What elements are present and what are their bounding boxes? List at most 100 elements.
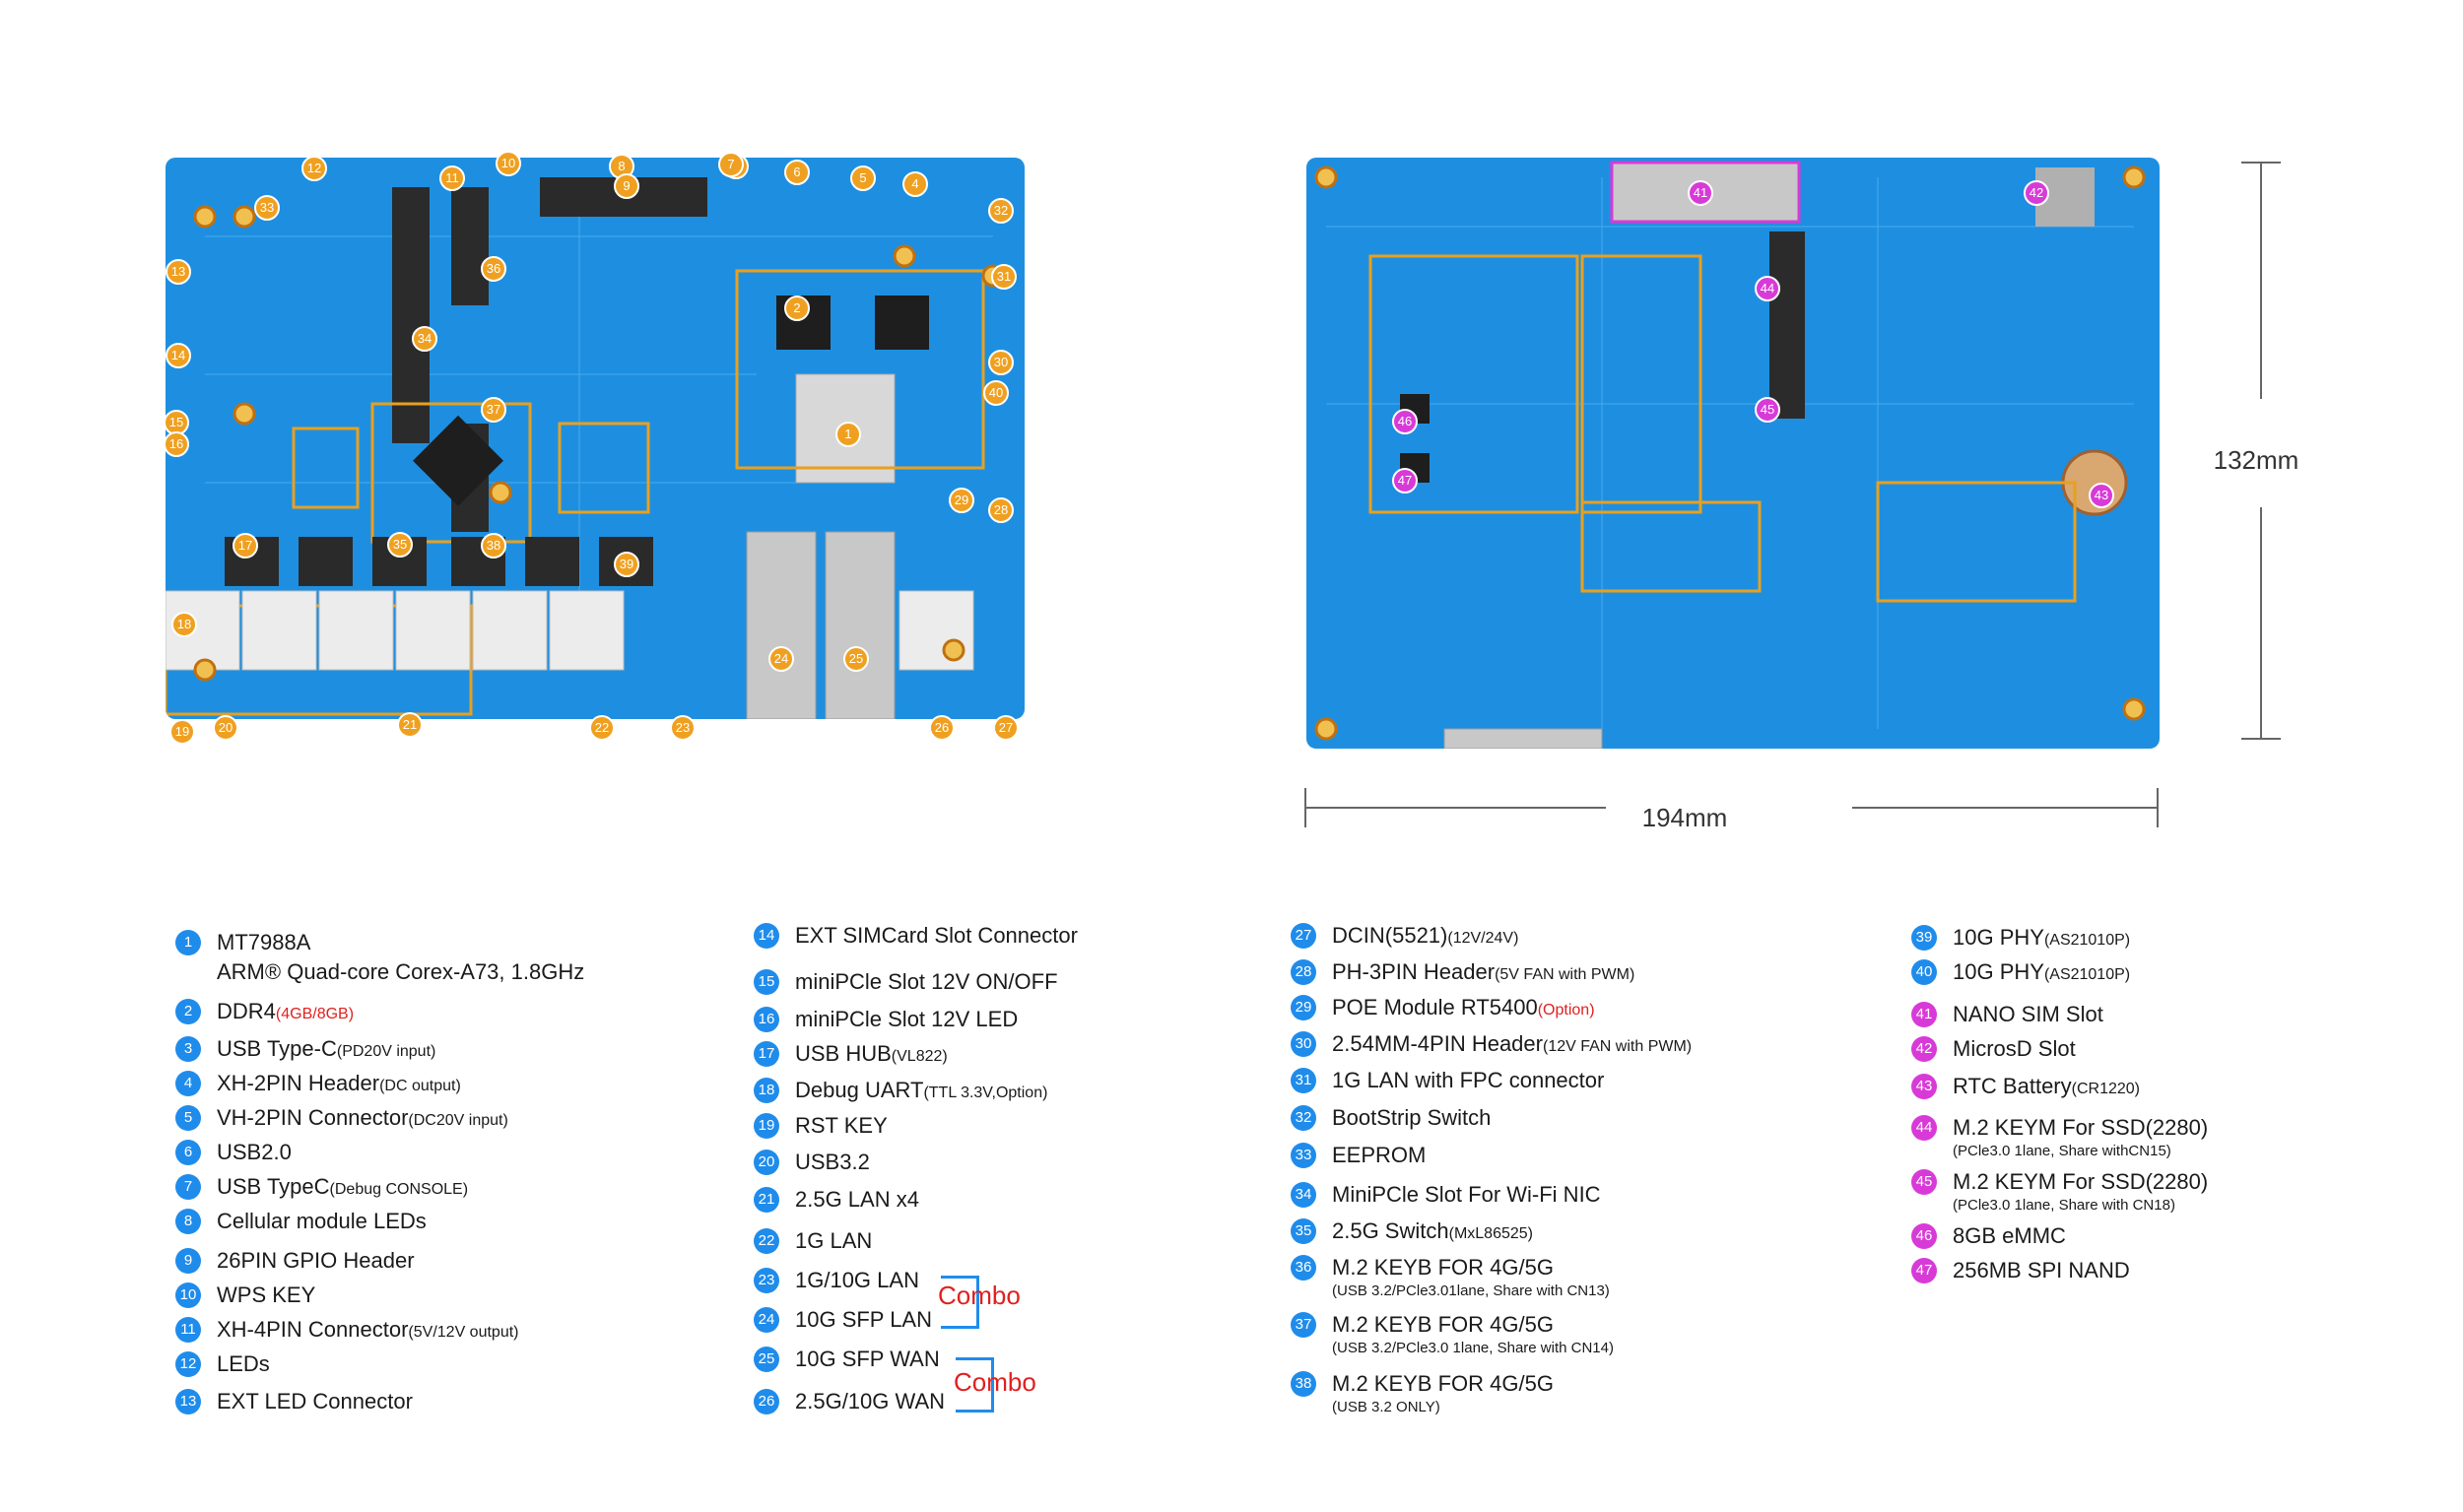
legend-label: Cellular module LEDs	[217, 1209, 427, 1233]
legend-text: 10G SFP WAN	[795, 1345, 940, 1374]
legend-number-badge: 3	[175, 1036, 201, 1062]
board-marker-12: 12	[301, 156, 327, 181]
board-marker-47: 47	[1392, 468, 1418, 493]
legend-number-badge: 10	[175, 1282, 201, 1308]
legend-text: LEDs	[217, 1349, 270, 1379]
legend-number-badge: 14	[754, 923, 779, 949]
legend-label: RST KEY	[795, 1113, 888, 1138]
legend-label: M.2 KEYB FOR 4G/5G	[1332, 1312, 1554, 1337]
legend-sub: (PD20V input)	[336, 1043, 436, 1060]
legend-sub: (AS21010P)	[2043, 966, 2131, 983]
legend-number-badge: 21	[754, 1187, 779, 1213]
board-marker-5: 5	[850, 165, 876, 191]
legend-number-badge: 4	[175, 1071, 201, 1096]
legend-label: 2.5G Switch	[1332, 1218, 1449, 1243]
legend-text: BootStrip Switch	[1332, 1103, 1491, 1133]
legend-sub: (5V/12V output)	[408, 1324, 519, 1341]
board-marker-46: 46	[1392, 409, 1418, 434]
legend-number-badge: 30	[1291, 1031, 1316, 1057]
legend-text: 2.5G LAN x4	[795, 1185, 919, 1215]
legend-label: EXT SIMCard Slot Connector	[795, 923, 1078, 948]
legend-label: 2.54MM-4PIN Header	[1332, 1031, 1543, 1056]
legend-text: Cellular module LEDs	[217, 1207, 427, 1236]
legend-number-badge: 41	[1911, 1002, 1937, 1027]
m2-ssd-slot	[1769, 231, 1805, 419]
board-marker-24: 24	[768, 646, 794, 672]
legend-text: USB Type-C(PD20V input)	[217, 1034, 435, 1067]
legend-number-badge: 47	[1911, 1258, 1937, 1283]
legend-number-badge: 18	[754, 1078, 779, 1103]
board-marker-32: 32	[988, 198, 1014, 224]
legend-item-3: 3 USB Type-C(PD20V input)	[175, 1034, 435, 1067]
legend-text: miniPCle Slot 12V LED	[795, 1005, 1018, 1034]
legend-label: Debug UART	[795, 1078, 924, 1102]
legend-number-badge: 32	[1291, 1105, 1316, 1131]
legend-label: EXT LED Connector	[217, 1389, 413, 1413]
board-marker-15: 15	[164, 410, 189, 435]
board-marker-20: 20	[213, 715, 238, 741]
height-dimension-label: 132mm	[2213, 445, 2299, 475]
legend-text: 10G PHY(AS21010P)	[1953, 957, 2130, 990]
switch-chip	[413, 415, 503, 506]
legend-text: M.2 KEYM For SSD(2280) (PCle3.0 1lane, Sh…	[1953, 1113, 2208, 1160]
legend-text: USB TypeC(Debug CONSOLE)	[217, 1172, 468, 1205]
board-marker-4: 4	[902, 171, 928, 197]
legend-label: miniPCle Slot 12V LED	[795, 1007, 1019, 1031]
legend-text: 1G LAN with FPC connector	[1332, 1066, 1604, 1095]
legend-label: MicrosD Slot	[1953, 1036, 2076, 1061]
legend-number-badge: 43	[1911, 1074, 1937, 1099]
board-marker-19: 19	[169, 719, 195, 745]
legend-label: 10G PHY	[1953, 925, 2044, 950]
legend-label: 10G SFP LAN	[795, 1307, 932, 1332]
legend-number-badge: 45	[1911, 1169, 1937, 1195]
board-marker-42: 42	[2024, 180, 2049, 206]
legend-text: miniPCle Slot 12V ON/OFF	[795, 967, 1058, 997]
legend-sub: (DC20V input)	[408, 1112, 508, 1129]
legend-label: M.2 KEYM For SSD(2280)	[1953, 1115, 2209, 1140]
legend-label: 8GB eMMC	[1953, 1223, 2066, 1248]
legend-item-21: 21 2.5G LAN x4	[754, 1185, 919, 1215]
board-back-photo	[1306, 158, 2160, 749]
legend-label: XH-4PIN Connector	[217, 1317, 409, 1342]
legend-label: M.2 KEYM For SSD(2280)	[1953, 1169, 2209, 1194]
combo-label-wan: Combo	[954, 1367, 1036, 1397]
legend-text: 2.5G Switch(MxL86525)	[1332, 1216, 1533, 1249]
legend-item-4: 4 XH-2PIN Header(DC output)	[175, 1069, 461, 1101]
legend-item-14: 14 EXT SIMCard Slot Connector	[754, 921, 1078, 951]
legend-note: (PCle3.0 1lane, Share withCN15)	[1953, 1143, 2171, 1159]
legend-number-badge: 28	[1291, 959, 1316, 985]
legend-label: USB TypeC	[217, 1174, 330, 1199]
legend-number-badge: 31	[1291, 1068, 1316, 1093]
board-marker-37: 37	[481, 397, 506, 423]
legend-number-badge: 5	[175, 1105, 201, 1131]
legend-number-badge: 33	[1291, 1143, 1316, 1168]
legend-text: XH-2PIN Header(DC output)	[217, 1069, 461, 1101]
board-marker-6: 6	[784, 160, 810, 185]
legend-number-badge: 26	[754, 1389, 779, 1414]
board-marker-16: 16	[164, 431, 189, 457]
board-marker-21: 21	[397, 712, 423, 738]
board-marker-31: 31	[991, 264, 1017, 290]
legend-label: MiniPCle Slot For Wi-Fi NIC	[1332, 1182, 1601, 1207]
legend-label: M.2 KEYB FOR 4G/5G	[1332, 1255, 1554, 1280]
board-marker-25: 25	[843, 646, 869, 672]
legend-label: EEPROM	[1332, 1143, 1427, 1167]
legend-label: 1G LAN	[795, 1228, 873, 1253]
board-marker-10: 10	[496, 151, 521, 176]
legend-number-badge: 6	[175, 1140, 201, 1165]
legend-sub: (4GB/8GB)	[275, 1006, 355, 1022]
